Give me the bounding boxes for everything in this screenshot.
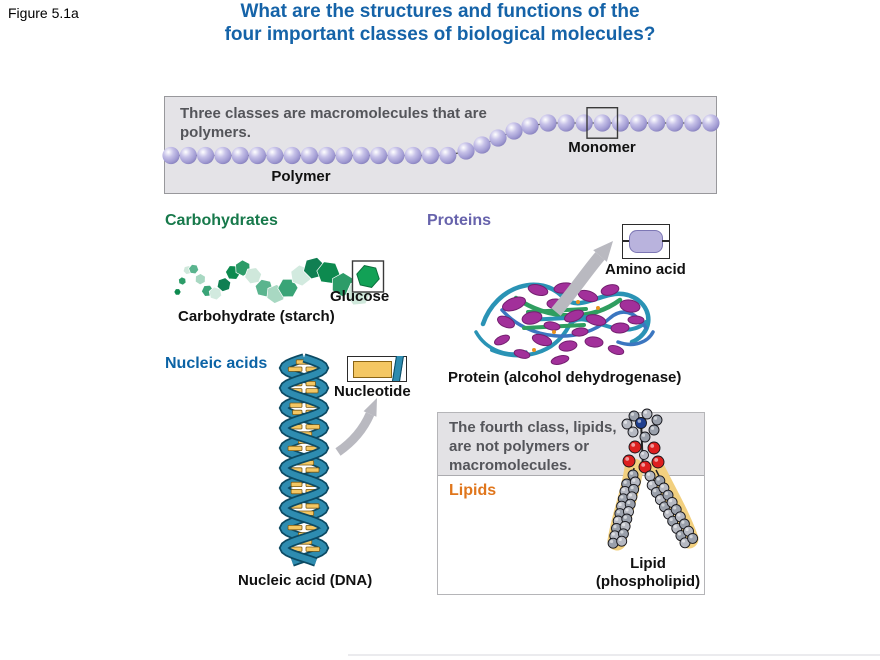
monomer-label: Monomer (568, 139, 636, 156)
lipids-heading: Lipids (449, 482, 497, 499)
amino-acid-label: Amino acid (605, 261, 686, 278)
bond-line (623, 240, 630, 242)
lipids-header: The fourth class, lipids, are not polyme… (438, 413, 704, 476)
title-line-1: What are the structures and functions of… (240, 1, 640, 22)
amino-acid-box (622, 224, 670, 259)
nucleotide-backbone-shape (392, 356, 404, 381)
lipids-note: The fourth class, lipids, are not polyme… (449, 419, 617, 474)
bond-line (662, 240, 669, 242)
slide-edge-line (348, 654, 880, 656)
nucleotide-box (347, 356, 407, 382)
title-line-2: four important classes of biological mol… (224, 24, 656, 45)
polymer-label: Polymer (271, 168, 331, 185)
glucose-label: Glucose (330, 288, 390, 305)
figure-label: Figure 5.1a (8, 5, 79, 21)
protein-caption: Protein (alcohol dehydrogenase) (448, 369, 682, 386)
page-title: What are the structures and functions of… (0, 0, 880, 46)
amino-acid-shape (629, 230, 663, 253)
arrow-to-nucleotide (335, 398, 377, 456)
carbohydrates-heading: Carbohydrates (165, 212, 278, 229)
lipid-caption-line1: Lipid (630, 555, 666, 572)
nucleic-acids-heading: Nucleic acids (165, 355, 268, 372)
lipid-caption-line2: (phospholipid) (595, 573, 701, 590)
nucleotide-label: Nucleotide (334, 383, 411, 400)
nucleotide-base-shape (353, 361, 392, 378)
proteins-heading: Proteins (427, 212, 492, 229)
dna-helix (278, 353, 330, 567)
polymer-note: Three classes are macromolecules that ar… (180, 105, 487, 141)
carbohydrate-caption: Carbohydrate (starch) (178, 308, 335, 325)
protein-ribbon (474, 282, 655, 365)
nucleic-acid-caption: Nucleic acid (DNA) (238, 572, 373, 589)
